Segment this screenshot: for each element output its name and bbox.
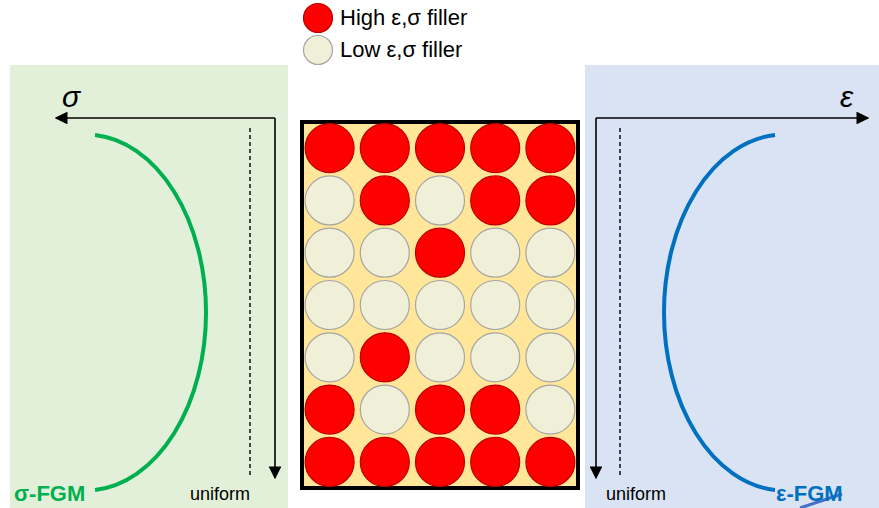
legend-entry: Low ε,σ filler bbox=[302, 34, 462, 66]
filler-particle bbox=[526, 437, 575, 486]
filler-particle bbox=[526, 124, 575, 173]
legend-swatch bbox=[304, 4, 333, 33]
legend-swatch bbox=[302, 2, 334, 34]
filler-particle bbox=[360, 124, 409, 173]
filler-particle bbox=[526, 333, 575, 382]
filler-particle bbox=[471, 176, 520, 225]
filler-particle bbox=[360, 228, 409, 277]
filler-grid bbox=[305, 124, 575, 487]
filler-particle bbox=[526, 176, 575, 225]
filler-particle bbox=[360, 333, 409, 382]
uniform-label: uniform bbox=[190, 484, 250, 505]
filler-particle bbox=[360, 281, 409, 330]
composite-block bbox=[302, 122, 578, 488]
filler-particle bbox=[471, 281, 520, 330]
sigma-profile bbox=[95, 135, 206, 490]
filler-particle bbox=[416, 281, 465, 330]
filler-particle bbox=[360, 437, 409, 486]
legend-swatch bbox=[304, 36, 333, 65]
filler-particle bbox=[526, 228, 575, 277]
filler-particle bbox=[305, 437, 354, 486]
legend-text: Low ε,σ filler bbox=[340, 37, 462, 63]
filler-particle bbox=[360, 176, 409, 225]
legend-entry: High ε,σ filler bbox=[302, 2, 467, 34]
filler-particle bbox=[416, 176, 465, 225]
filler-particle bbox=[305, 333, 354, 382]
legend-text: High ε,σ filler bbox=[340, 5, 467, 31]
uniform-line bbox=[619, 128, 620, 476]
filler-particle bbox=[416, 333, 465, 382]
filler-particle bbox=[416, 228, 465, 277]
filler-particle bbox=[471, 124, 520, 173]
sigma-axis bbox=[56, 117, 275, 119]
filler-particle bbox=[526, 385, 575, 434]
filler-particle bbox=[360, 385, 409, 434]
filler-particle bbox=[471, 333, 520, 382]
filler-particle bbox=[416, 385, 465, 434]
filler-particle bbox=[305, 385, 354, 434]
filler-particle bbox=[471, 228, 520, 277]
filler-particle bbox=[305, 281, 354, 330]
filler-particle bbox=[471, 437, 520, 486]
uniform-label: uniform bbox=[606, 484, 666, 505]
epsilon-panel bbox=[585, 65, 879, 508]
axis-symbol: σ bbox=[62, 80, 80, 115]
filler-particle bbox=[471, 385, 520, 434]
filler-particle bbox=[526, 281, 575, 330]
sigma-panel bbox=[10, 65, 288, 508]
depth-axis bbox=[595, 118, 597, 478]
filler-particle bbox=[305, 176, 354, 225]
epsilon-axis bbox=[596, 117, 868, 119]
profile-label: ε-FGM bbox=[776, 481, 843, 506]
depth-axis bbox=[274, 118, 276, 478]
legend-swatch bbox=[302, 34, 334, 66]
epsilon-profile bbox=[664, 135, 775, 490]
uniform-line bbox=[249, 128, 250, 476]
filler-particle bbox=[416, 437, 465, 486]
filler-particle bbox=[305, 228, 354, 277]
filler-particle bbox=[305, 124, 354, 173]
filler-particle bbox=[416, 124, 465, 173]
axis-symbol: ε bbox=[840, 80, 853, 115]
profile-label: σ-FGM bbox=[14, 481, 85, 506]
